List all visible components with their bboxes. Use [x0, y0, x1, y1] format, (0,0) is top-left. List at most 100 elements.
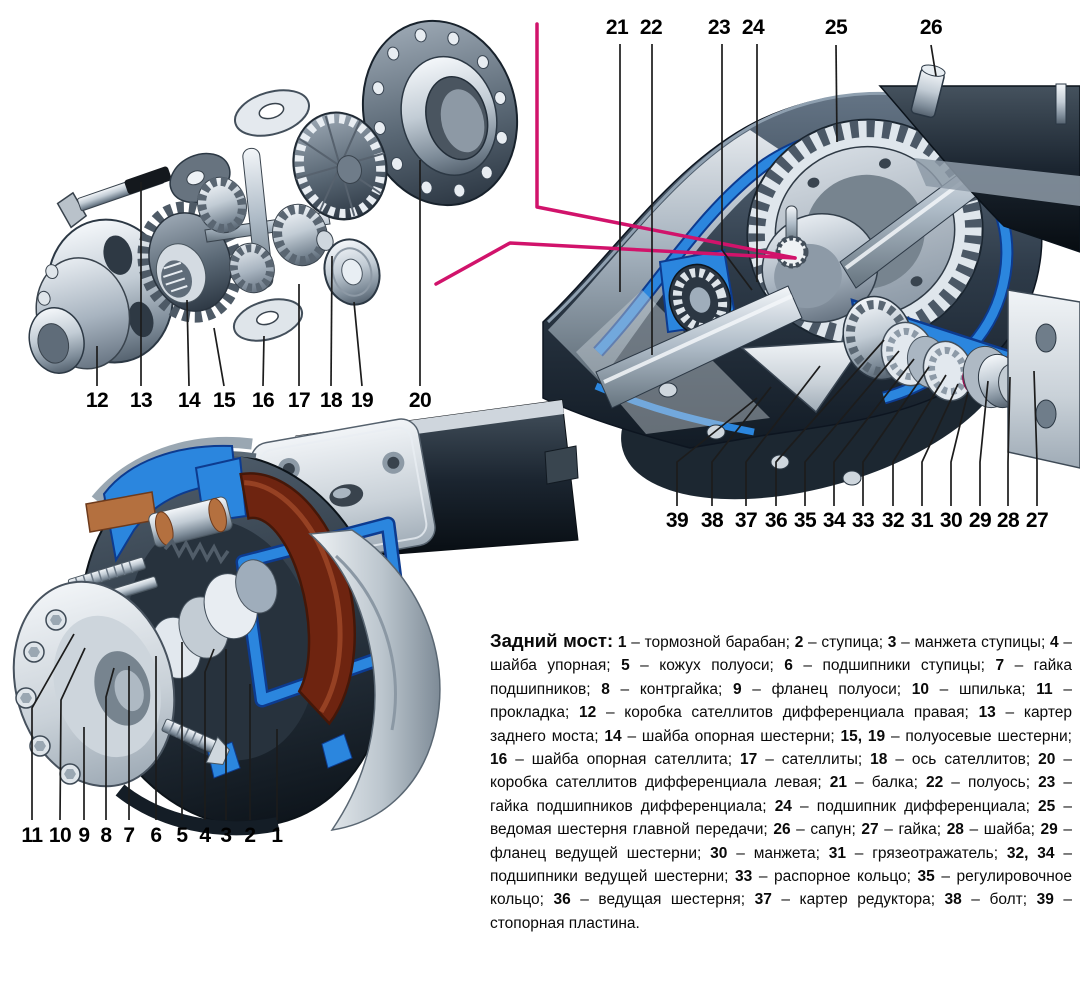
- callout-label-5: 5: [176, 824, 188, 847]
- leader-line-37: [745, 365, 821, 506]
- side-gear-15: [137, 201, 243, 323]
- drum-rim-arc: [91, 436, 253, 504]
- callout-label-27: 27: [1025, 509, 1049, 532]
- callout-label-20: 20: [408, 389, 432, 412]
- callout-label-32: 32: [881, 509, 905, 532]
- side-gear-19: [323, 238, 381, 306]
- leader-line-11: [31, 633, 75, 820]
- callout-label-21: 21: [605, 16, 629, 39]
- drum-shell-line: [334, 554, 397, 731]
- callout-label-34: 34: [822, 509, 846, 532]
- callout-label-6: 6: [150, 824, 162, 847]
- leader-line-10: [59, 647, 86, 821]
- brake-assembly: [12, 436, 441, 836]
- right-bracket: [1007, 289, 1080, 469]
- thrust-washer-16b: [232, 298, 304, 342]
- leader-line-30: [950, 391, 969, 506]
- callout-label-12: 12: [85, 389, 109, 412]
- legend-title: Задний мост:: [490, 630, 614, 651]
- flange-bolt: [842, 470, 862, 486]
- magenta-callout-lines: [434, 22, 797, 286]
- callout-label-37: 37: [734, 509, 758, 532]
- leader-line-28: [1007, 376, 1011, 506]
- leader-line-15: [213, 327, 225, 387]
- flange-bolt: [706, 424, 726, 440]
- callout-label-9: 9: [78, 824, 90, 847]
- leader-line-31: [921, 383, 959, 506]
- drum-shell: [308, 529, 441, 832]
- cut-blue-bit: [321, 733, 353, 769]
- callout-label-36: 36: [764, 509, 788, 532]
- callout-label-3: 3: [220, 824, 232, 847]
- callout-label-35: 35: [793, 509, 817, 532]
- leader-line-32: [892, 374, 947, 506]
- leader-line-34: [833, 358, 915, 506]
- leader-line-23: [721, 44, 753, 291]
- callout-label-30: 30: [939, 509, 963, 532]
- leader-line-19: [353, 301, 363, 387]
- callout-label-28: 28: [996, 509, 1020, 532]
- leader-line-8: [105, 667, 115, 820]
- callout-label-29: 29: [968, 509, 992, 532]
- bolt: [56, 166, 172, 229]
- callout-label-22: 22: [639, 16, 663, 39]
- hub-flange: [12, 580, 176, 788]
- callout-label-13: 13: [129, 389, 153, 412]
- return-spring: [163, 537, 230, 565]
- magenta-callout-line: [535, 22, 797, 260]
- exploded-differential: [28, 19, 519, 374]
- leader-lines: [31, 44, 1038, 821]
- leader-line-39: [676, 397, 758, 506]
- leader-line-35: [804, 350, 900, 506]
- leader-line-25: [835, 44, 838, 143]
- axle-shaft-left-highlight: [603, 294, 793, 384]
- wheel-nuts: [15, 609, 81, 785]
- leader-line-29: [979, 380, 989, 506]
- callout-label-8: 8: [100, 824, 112, 847]
- callout-label-10: 10: [48, 824, 72, 847]
- callout-label-31: 31: [910, 509, 934, 532]
- axle-housing-cutaway: [542, 64, 1080, 500]
- beam-tab: [544, 445, 579, 485]
- callout-label-14: 14: [177, 389, 201, 412]
- leader-line-18: [330, 255, 333, 387]
- callout-label-33: 33: [851, 509, 875, 532]
- spider-cross: [197, 147, 334, 294]
- callout-label-23: 23: [707, 16, 731, 39]
- housing-upper-band: [914, 158, 1080, 206]
- leader-line-36: [775, 339, 885, 506]
- callout-label-1: 1: [271, 824, 283, 847]
- pinion-assembly: [842, 295, 1048, 409]
- callout-label-17: 17: [287, 389, 311, 412]
- housing-stud: [1055, 83, 1067, 125]
- callout-label-25: 25: [824, 16, 848, 39]
- leader-line-38: [711, 386, 772, 506]
- leader-line-14: [186, 299, 190, 387]
- callout-label-4: 4: [199, 824, 211, 847]
- thrust-washer-16a: [234, 89, 310, 137]
- callout-label-18: 18: [319, 389, 343, 412]
- callout-label-2: 2: [244, 824, 256, 847]
- leader-line-4: [204, 648, 215, 820]
- wheel-cylinder: [148, 496, 233, 548]
- callout-label-15: 15: [212, 389, 236, 412]
- flange-bolt: [658, 382, 678, 398]
- callout-label-16: 16: [251, 389, 275, 412]
- callout-label-26: 26: [919, 16, 943, 39]
- leader-line-33: [862, 366, 930, 506]
- callout-label-11: 11: [21, 824, 43, 847]
- leader-line-27: [1033, 370, 1038, 506]
- reducer-housing-face: [740, 339, 868, 414]
- leader-line-16: [262, 335, 265, 387]
- magenta-callout-line: [434, 241, 797, 286]
- diff-case-left-flange: [361, 19, 519, 207]
- backplate-bottom-arc: [115, 784, 280, 836]
- bevel-gear-17: [292, 111, 388, 221]
- callout-label-7: 7: [123, 824, 135, 847]
- legend-text: Задний мост: 1 – тормозной барабан; 2 – …: [490, 630, 1073, 932]
- callout-label-39: 39: [665, 509, 689, 532]
- callout-label-38: 38: [700, 509, 724, 532]
- leader-line-26: [930, 44, 937, 77]
